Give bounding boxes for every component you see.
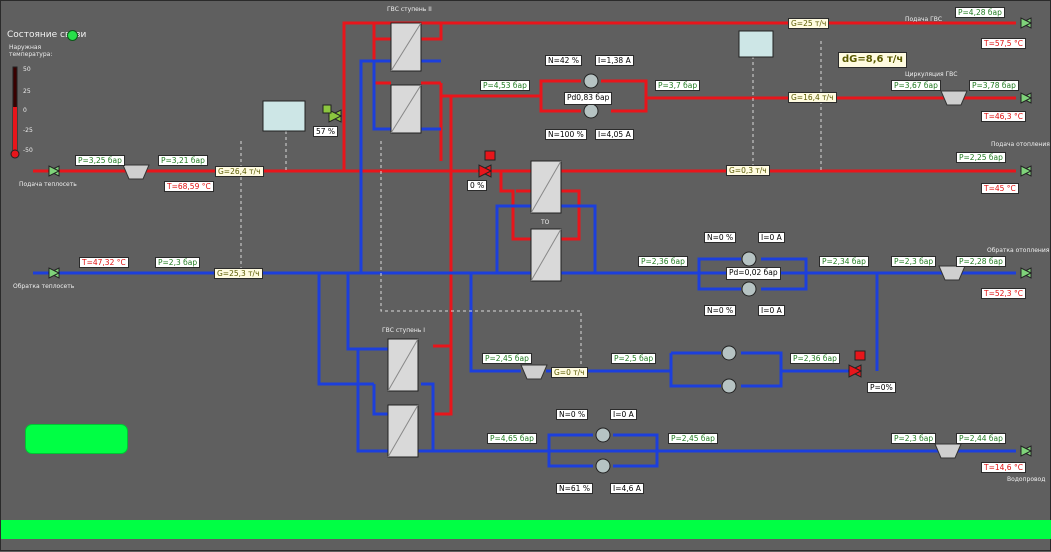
temp-heating-supply: T=45 °C	[981, 183, 1019, 194]
cold-pump2-current: I=4,6 A	[610, 483, 644, 494]
heating-pump1-speed: N=0 %	[704, 232, 737, 243]
pressure-gvs-circ-out: P=3,78 бар	[969, 80, 1019, 91]
heat-exchangers	[387, 22, 562, 458]
return-pipes	[33, 59, 1016, 468]
gvs-pump1-speed: N=42 %	[545, 55, 582, 66]
caption-gvs-stage-2: ГВС ступень II	[387, 6, 432, 13]
caption-water-main: Водопровод	[1007, 476, 1046, 483]
gvs-pump1-current: I=1,38 A	[595, 55, 634, 66]
status-indicator-button[interactable]	[25, 424, 128, 454]
scale-tick: 0	[23, 107, 27, 114]
pressure-heating-pump-out: P=2,34 бар	[819, 256, 869, 267]
temp-supply: T=68,59 °C	[164, 181, 214, 192]
pressure-heating-return-out: P=2,28 бар	[956, 256, 1006, 267]
pressure-water-out: P=2,44 бар	[956, 433, 1006, 444]
makeup-valve-position: P=0%	[867, 382, 896, 393]
scale-tick: -25	[23, 127, 33, 134]
scale-tick: 25	[23, 88, 31, 95]
gvs-pump2-current: I=4,05 A	[595, 129, 634, 140]
bottom-status-bar	[1, 520, 1051, 539]
pressure-cold-pumps-out: P=2,45 бар	[668, 433, 718, 444]
cold-pump1-speed: N=0 %	[556, 409, 589, 420]
scale-tick: 50	[23, 66, 31, 73]
pressure-heating-supply: P=2,25 бар	[956, 152, 1006, 163]
controllers	[262, 30, 774, 132]
caption-gvs-circulation: Циркуляция ГВС	[905, 71, 958, 78]
temp-gvs-circulation: T=46,3 °C	[981, 111, 1026, 122]
pressure-makeup-in: P=2,45 бар	[482, 353, 532, 364]
heating-pump1-current: I=0 A	[758, 232, 785, 243]
valves	[322, 104, 866, 378]
pressure-heating-pump-in: P=2,36 бар	[638, 256, 688, 267]
outdoor-thermometer	[10, 66, 20, 159]
connection-status-led	[67, 30, 78, 41]
caption-heat-exchanger: ТО	[541, 219, 550, 226]
pressure-supply-in: P=3,25 бар	[75, 155, 125, 166]
heating-pump-dp: Pd=0,02 бар	[726, 267, 781, 280]
gvs-pump2-speed: N=100 %	[545, 129, 587, 140]
caption-heating-return: Обратка отопления	[987, 247, 1050, 254]
valve-heating-position: 0 %	[467, 180, 488, 191]
end-valves	[47, 17, 1033, 457]
caption-supply-heatnet: Подача теплосеть	[19, 181, 77, 188]
caption-gvs-supply: Подача ГВС	[905, 16, 943, 23]
pressure-heating-return-in: P=2,3 бар	[891, 256, 937, 267]
pressure-makeup-pumps-out: P=2,36 бар	[790, 353, 840, 364]
flow-heating: G=0,3 т/ч	[726, 165, 770, 176]
outdoor-temp-caption: Наружная температура:	[9, 44, 53, 58]
caption-heating-supply: Подача отопления	[991, 141, 1050, 148]
temp-return: T=47,32 °C	[79, 257, 129, 268]
flow-gvs-supply: G=25 т/ч	[788, 18, 830, 29]
filters	[122, 90, 968, 459]
valve-gvs-position: 57 %	[313, 126, 339, 137]
status-title: Состояние связи	[7, 30, 87, 40]
caption-return-heatnet: Обратка теплосеть	[13, 283, 75, 290]
temp-gvs-supply: T=57,5 °C	[981, 38, 1026, 49]
flow-gvs-circulation: G=16,4 т/ч	[788, 92, 837, 103]
pressure-water-in: P=2,3 бар	[891, 433, 937, 444]
pressure-gvs-supply: P=4,28 бар	[955, 7, 1005, 18]
signal-lines	[240, 41, 822, 376]
scale-tick: -50	[23, 147, 33, 154]
pumps	[583, 73, 757, 474]
pressure-gvs-circ-in: P=3,67 бар	[891, 80, 941, 91]
temp-heating-return: T=52,3 °C	[981, 288, 1026, 299]
cold-pump1-current: I=0 A	[610, 409, 637, 420]
pressure-return: P=2,3 бар	[155, 257, 201, 268]
heating-pump2-speed: N=0 %	[704, 305, 737, 316]
heating-pump2-current: I=0 A	[758, 305, 785, 316]
cold-pump2-speed: N=61 %	[556, 483, 593, 494]
pressure-gvs-pump-in: P=4,53 бар	[480, 80, 530, 91]
pressure-makeup-pumps-in: P=2,5 бар	[611, 353, 657, 364]
flow-return: G=25,3 т/ч	[214, 268, 263, 279]
pressure-supply-after-filter: P=3,21 бар	[158, 155, 208, 166]
flow-supply: G=26,4 т/ч	[215, 166, 264, 177]
flow-delta-gvs: dG=8,6 т/ч	[838, 52, 908, 68]
pressure-cold-pumps-in: P=4,65 бар	[487, 433, 537, 444]
flow-makeup: G=0 т/ч	[551, 367, 588, 378]
temp-water: T=14,6 °C	[981, 462, 1026, 473]
pressure-gvs-pump-out: P=3,7 бар	[655, 80, 701, 91]
caption-gvs-stage-1: ГВС ступень I	[382, 327, 425, 334]
gvs-pump-dp: Pd0,83 бар	[564, 92, 613, 105]
